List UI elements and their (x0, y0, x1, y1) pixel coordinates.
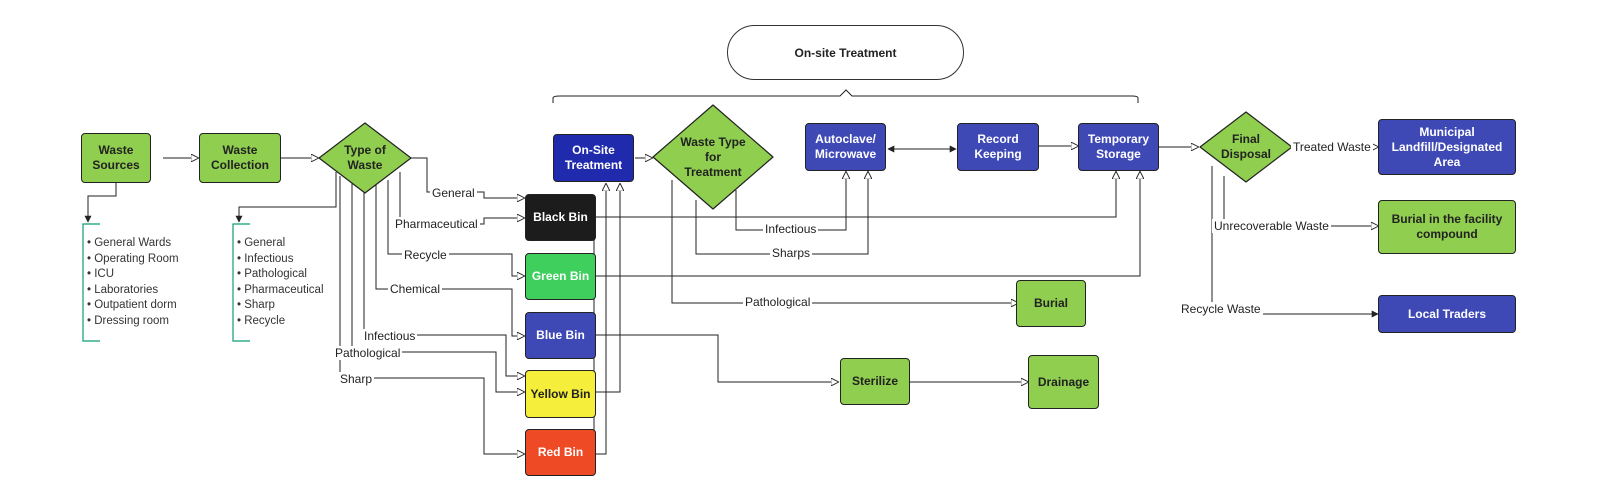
edge-label-pharmaceutical: Pharmaceutical (393, 217, 480, 231)
type-of-waste-label: Type of Waste (344, 143, 386, 172)
burial-facility-node[interactable]: Burial in the facility compound (1378, 200, 1516, 254)
edge-label-infectious-treatment: Infectious (763, 222, 819, 236)
edge-label-unrecoverable-waste: Unrecoverable Waste (1212, 219, 1331, 233)
waste-type-item: Infectious (237, 252, 324, 268)
edge-label-pathological: Pathological (333, 346, 403, 360)
blue-bin-node[interactable]: Blue Bin (525, 312, 596, 359)
burial-node[interactable]: Burial (1016, 280, 1086, 327)
waste-sources-list: General WardsOperating RoomICULaboratori… (87, 236, 179, 330)
waste-type-item: Recycle (237, 314, 324, 330)
waste-type-for-treatment-label: Waste Type for Treatment (680, 134, 746, 179)
waste-source-item: General Wards (87, 236, 179, 252)
edge-label-recycle-waste: Recycle Waste (1179, 302, 1263, 316)
final-disposal-diamond[interactable]: Final Disposal (1199, 111, 1293, 183)
edge-label-recycle: Recycle (402, 248, 449, 262)
edge-label-infectious: Infectious (362, 329, 418, 343)
drainage-node[interactable]: Drainage (1028, 355, 1099, 409)
type-of-waste-diamond[interactable]: Type of Waste (318, 122, 412, 194)
waste-type-for-treatment-diamond[interactable]: Waste Type for Treatment (652, 104, 774, 210)
on-site-treatment-header: On-site Treatment (727, 25, 964, 80)
waste-source-item: Dressing room (87, 314, 179, 330)
waste-type-item: Pathological (237, 267, 324, 283)
edge-label-treated-waste: Treated Waste (1291, 140, 1373, 154)
edge-label-sharps: Sharps (770, 246, 813, 260)
waste-sources-node[interactable]: Waste Sources (81, 133, 151, 183)
types-list-bracket (232, 223, 250, 342)
edge-label-sharp: Sharp (338, 372, 375, 386)
local-traders-node[interactable]: Local Traders (1378, 295, 1516, 333)
red-bin-node[interactable]: Red Bin (525, 429, 596, 476)
waste-type-item: Sharp (237, 298, 324, 314)
green-bin-node[interactable]: Green Bin (525, 253, 596, 300)
edge-label-pathological-treatment: Pathological (743, 295, 813, 309)
record-keeping-node[interactable]: Record Keeping (957, 123, 1039, 171)
autoclave-microwave-node[interactable]: Autoclave/ Microwave (805, 123, 886, 171)
waste-source-item: Operating Room (87, 252, 178, 268)
sources-list-bracket (82, 223, 100, 342)
on-site-treatment-node[interactable]: On-Site Treatment (553, 134, 634, 182)
temporary-storage-node[interactable]: Temporary Storage (1078, 123, 1159, 171)
waste-source-item: ICU (87, 267, 179, 283)
waste-type-item: General (237, 236, 324, 252)
waste-collection-node[interactable]: Waste Collection (199, 133, 281, 183)
yellow-bin-node[interactable]: Yellow Bin (525, 370, 596, 418)
edge-label-chemical: Chemical (388, 282, 443, 296)
black-bin-node[interactable]: Black Bin (525, 194, 596, 241)
waste-source-item: Outpatient dorm (87, 298, 179, 314)
treatment-bracket (552, 89, 1139, 103)
waste-types-list: GeneralInfectiousPathologicalPharmaceuti… (237, 236, 324, 330)
final-disposal-label: Final Disposal (1220, 132, 1271, 161)
sterilize-node[interactable]: Sterilize (840, 358, 910, 405)
waste-source-item: Laboratories (87, 283, 179, 299)
waste-type-item: Pharmaceutical (237, 283, 323, 299)
municipal-landfill-node[interactable]: Municipal Landfill/Designated Area (1378, 119, 1516, 175)
edge-label-general: General (430, 186, 477, 200)
